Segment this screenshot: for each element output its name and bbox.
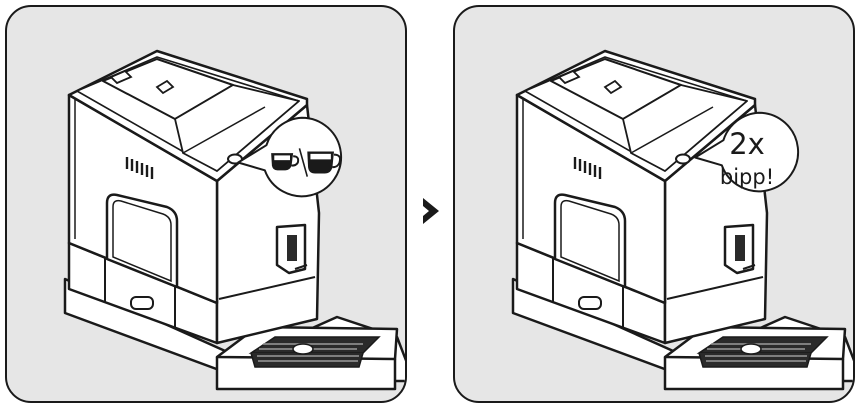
step-2-panel: 2x bipp! (453, 5, 855, 403)
beep-count: 2x (692, 127, 802, 161)
coffee-machine-illustration (7, 7, 405, 401)
step-1-panel (5, 5, 407, 403)
chevron-right-icon (419, 196, 443, 226)
beep-bubble: 2x bipp! (692, 97, 802, 207)
beep-word: bipp! (692, 165, 802, 189)
cup-size-bubble (235, 102, 345, 212)
